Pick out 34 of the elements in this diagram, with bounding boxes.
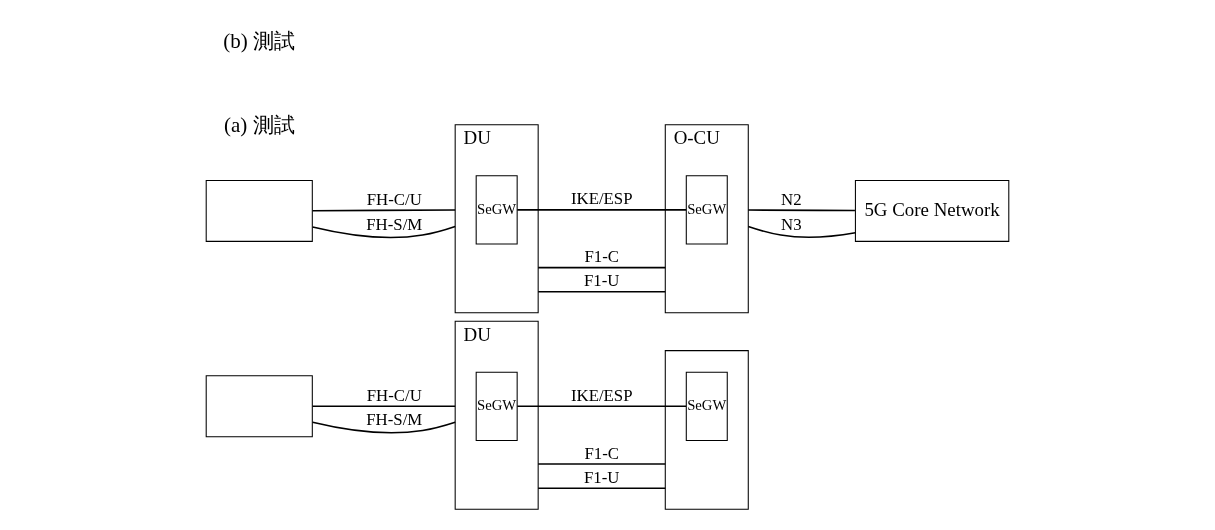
edge-label: IKE/ESP [570,385,633,405]
cluster [664,350,749,510]
label: (a) 測試 [223,113,295,138]
edge-label: N2 [781,190,802,210]
edge-label: N3 [781,214,802,234]
connector [516,405,687,408]
node-box: 5G Core Network [854,179,1010,242]
node-box: SeGW [685,175,728,245]
node-box [205,179,313,242]
edge-label: FH-S/M [366,214,423,234]
node-box [205,375,313,438]
connector [537,463,667,465]
connector [516,209,687,211]
edge-label: FH-C/U [366,190,422,210]
connector [537,291,667,293]
edge-label: F1-U [583,467,620,487]
edge-label: FH-C/U [366,385,422,405]
connector [747,225,857,238]
edge-label: IKE/ESP [570,189,633,209]
edge-label: F1-C [584,247,619,267]
edge-label: FH-S/M [366,409,423,429]
connector [311,405,456,408]
edge-label: F1-U [583,271,620,291]
connector [537,266,667,269]
label: (b) 測試 [223,29,296,54]
connector [747,209,856,212]
connector [537,487,667,490]
node-box: SeGW [475,371,518,441]
edge-label: F1-C [584,443,619,463]
connector [311,209,456,212]
connector [311,421,456,434]
connector [311,225,456,239]
node-box: SeGW [685,371,728,441]
node-box: SeGW [475,175,518,245]
